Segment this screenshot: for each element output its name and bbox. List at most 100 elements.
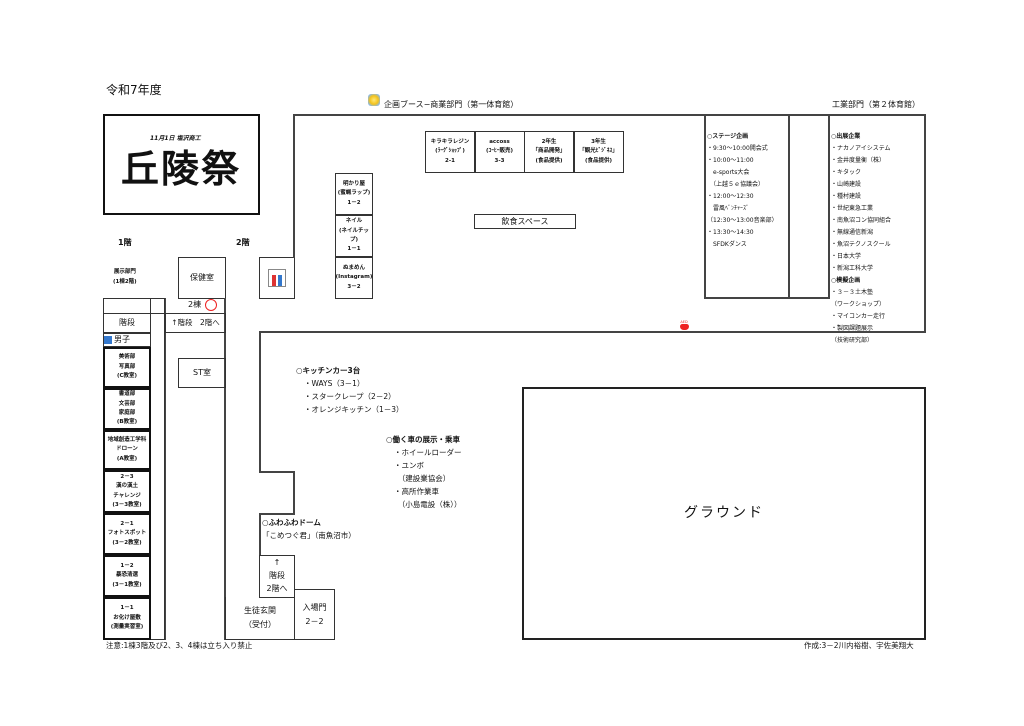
wall [259, 513, 261, 556]
exhibit-dept-label: 展示部門(1棟2階) [113, 269, 137, 285]
list-item: ・南魚沼コン協同組合 [831, 217, 892, 224]
aed-icon: AED [678, 320, 690, 330]
list-item: ・オレンジキッチン（1－3） [304, 405, 404, 414]
room-text-line: 2－3 [120, 473, 134, 480]
room-text-line: 2年生 [541, 138, 557, 145]
room-text-line: 1－1 [347, 246, 361, 253]
list-item: ・無線通信新潟 [831, 229, 874, 236]
stage-program: ○ステージ企画 ・9:30～10:00開会式・10:00～11:00 e-spo… [707, 131, 778, 251]
kitchen-cars: ○キッチンカー3台・WAYS（3－1）・スタークレープ（2－2）・オレンジキッチ… [296, 366, 404, 414]
wall [293, 114, 926, 116]
room-text-line: (B教室) [116, 419, 138, 426]
room-text-line: お化け屋敷 [113, 614, 141, 621]
room-text-line: (3－2教室) [112, 539, 142, 546]
dining-space: 飲食スペース [474, 214, 576, 229]
room-text-line: 1－2 [120, 562, 134, 569]
festival-logo: 11月1日 塩沢商工 丘陵祭 [103, 114, 260, 215]
list-item: ・世紀東急工業 [831, 205, 874, 212]
stairs-to-2f: ↑階段 2階へ [165, 313, 226, 333]
list-item: 雷風ﾍﾞﾝﾁｬｰｽﾞ [707, 205, 750, 212]
wall [293, 471, 295, 514]
list-item: （技術研究部） [831, 337, 874, 344]
room-text-line: 1－2 [347, 199, 361, 206]
wall [259, 331, 261, 472]
room-text-line: (ｺｰﾋｰ販売) [485, 148, 514, 155]
room-text-line: (3－1教室) [112, 581, 142, 588]
room-text-line: 明かり屋 [342, 180, 365, 187]
ground: グラウンド [522, 387, 926, 640]
health-room: 保健室 [178, 257, 226, 299]
list-item: e-sports大会 [707, 169, 750, 176]
room-text-line: 家庭部 [118, 410, 136, 416]
room-text-line: 暴恐清選 [115, 572, 138, 579]
floor1-label: 1階 [118, 238, 132, 247]
note: 注意:1棟3階及び2、3、4棟は立ち入り禁止 [106, 641, 253, 650]
room-text-line: (食品提供) [584, 157, 613, 164]
restroom [259, 257, 295, 299]
room-text-line: (Instagram) [335, 274, 373, 281]
list-item: ・マイコンカー走行 [831, 313, 886, 320]
list-item: ・金井度量衡（株） [831, 157, 886, 164]
list-item: ・キタック [831, 169, 862, 176]
stall: 明かり屋 (蜜蝋ラップ) 1－2 [335, 173, 373, 215]
list-item: （上越５ｅ協議会） [707, 181, 765, 188]
room-text-line: ネイル [345, 218, 363, 225]
room-text-line: 3年生 [591, 138, 606, 145]
room-text-line: 地域創造工学科 [107, 436, 147, 443]
wall [164, 298, 166, 640]
corridor [150, 298, 165, 640]
room-text-line: 写真部 [118, 363, 136, 370]
list-item: ・山崎建設 [831, 181, 862, 188]
list-item: ・9:30～10:00開会式 [707, 145, 768, 152]
no-entry-icon [205, 299, 217, 311]
logo-subtitle: 11月1日 塩沢商工 [150, 135, 201, 142]
room-text-line: (蜜蝋ラップ) [337, 190, 371, 197]
room-text-line: 3-3 [494, 157, 505, 164]
list-item: （ワークショップ） [831, 301, 886, 308]
list-item: （小島電設（株）） [394, 500, 462, 509]
list-item: ・日本大学 [831, 253, 862, 260]
classroom: 1－2 暴恐清選 (3－1教室) [103, 555, 151, 597]
list-item: ・魚沼テクノスクール [831, 241, 891, 248]
room-text-line: ドローン [116, 446, 138, 453]
room-text-line: 「商品開発」 [532, 148, 566, 155]
room-text-line: (C教室) [116, 373, 138, 380]
wall [259, 513, 295, 515]
bouncy-dome: ○ふわふわドーム「こめつぐ君」（南魚沼市） [262, 518, 356, 540]
room-text-line: 書道部 [118, 391, 136, 398]
list-item: ・新潟工科大学 [831, 265, 874, 272]
classroom: 美術部写真部(C教室) [103, 347, 151, 388]
room-text-line: 漢の漢土 [115, 483, 138, 490]
classroom: 書道部文芸部家庭部(B教室) [103, 388, 151, 430]
list-item: ・種村建設 [831, 193, 862, 200]
wall [259, 331, 926, 333]
list-item: ・12:00～12:30 [707, 193, 754, 200]
list-item: （12:30～13:00音楽部） [707, 217, 778, 224]
st-room: ST室 [178, 358, 226, 388]
room-text-line: 「観光ﾋﾞｼﾞﾈｽ」 [579, 148, 618, 155]
wall [293, 114, 295, 258]
booth: 2年生「商品開発」(食品提供) [524, 131, 574, 173]
booth: 3年生「観光ﾋﾞｼﾞﾈｽ」 (食品提供) [573, 131, 624, 173]
room-text-line: (ﾗｰｸﾞｼｮｯﾌﾟ) [435, 148, 465, 155]
stairs: 階段 [103, 313, 151, 333]
wall [788, 114, 790, 299]
room-text-line: (3－3教室) [112, 501, 142, 508]
working-vehicles: ○働く車の展示・乗車・ホイールローダー・ユンボ （建設業協会）・高所作業車 （小… [386, 435, 462, 509]
wall [828, 114, 830, 299]
commerce-dept-label: 企画ブース−商業部門（第一体育館） [384, 100, 519, 109]
list-item: ・高所作業車 [394, 487, 439, 496]
list-item: ・10:00～11:00 [707, 157, 754, 164]
year-label: 令和7年度 [106, 83, 162, 97]
booth: accoss(ｺｰﾋｰ販売)3-3 [474, 131, 525, 173]
room-text-line: (A教室) [116, 455, 138, 462]
list-item: ・ユンボ [394, 461, 424, 470]
list-item: （建設業協会） [394, 474, 451, 483]
booth: キラキラレジン(ﾗｰｸﾞｼｮｯﾌﾟ)2-1 [425, 131, 475, 173]
